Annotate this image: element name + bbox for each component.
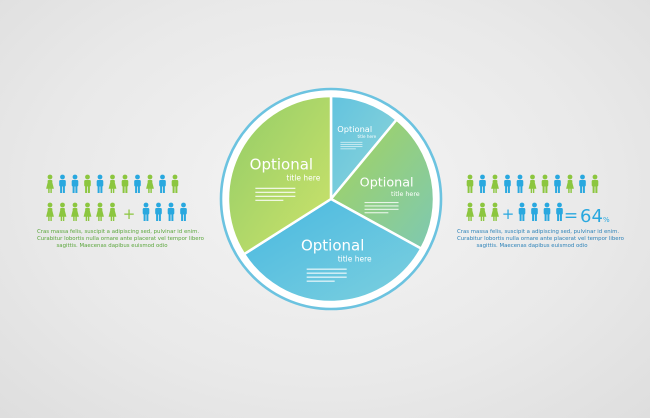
right-caption-line-3: sagittis. Maecenas dapibus euismod odio — [476, 243, 588, 249]
slice-filler-text — [364, 201, 399, 204]
woman-icon — [108, 202, 117, 221]
woman-icon — [466, 202, 474, 221]
woman-icon — [491, 174, 499, 193]
slice-filler-text — [255, 187, 296, 190]
man-icon — [59, 174, 66, 193]
left-people-infographic: + — [46, 174, 187, 223]
man-icon — [579, 174, 586, 193]
woman-icon — [566, 174, 574, 193]
pie-slice — [329, 117, 436, 251]
man-icon — [554, 174, 561, 193]
slice-label: Optional — [301, 237, 364, 255]
man-icon — [171, 174, 179, 193]
man-icon — [121, 174, 129, 193]
left-caption-line-3: sagittis. Maecenas dapibus euismod odio — [56, 243, 168, 249]
slice-filler-text — [255, 199, 284, 202]
woman-icon — [96, 202, 104, 221]
pie-slice — [242, 197, 423, 304]
man-icon — [541, 174, 549, 193]
man-icon — [167, 202, 175, 221]
woman-icon — [528, 174, 537, 193]
man-icon — [466, 174, 474, 193]
right-caption-line-2: Curabitur lobortis nulla ornare ante pla… — [457, 236, 624, 242]
man-icon — [180, 202, 187, 221]
slice-sublabel: title here — [391, 190, 420, 198]
slice-filler-text — [255, 195, 296, 198]
slice-filler-text — [340, 144, 363, 145]
man-icon — [479, 174, 486, 193]
left-caption-line-2: Curabitur lobortis nulla ornare ante pla… — [37, 236, 204, 242]
man-icon — [516, 174, 524, 193]
man-icon — [518, 202, 526, 221]
slice-filler-text — [306, 280, 335, 282]
slice-sublabel: title here — [286, 174, 320, 183]
plus-sign: + — [502, 205, 515, 223]
slice-filler-text — [340, 141, 363, 143]
man-icon — [159, 174, 166, 193]
woman-icon — [491, 202, 499, 221]
slice-filler-text — [306, 268, 347, 270]
woman-icon — [46, 174, 54, 193]
woman-icon — [83, 202, 92, 221]
left-caption-line-1: Cras massa felis, suscipit a adipiscing … — [37, 229, 200, 235]
man-icon — [134, 174, 141, 193]
slice-filler-text — [306, 276, 347, 278]
slice-filler-text — [364, 212, 389, 214]
man-icon — [84, 174, 91, 193]
slice-label: Optional — [250, 156, 313, 174]
slice-filler-text — [364, 205, 399, 207]
right-caption-line-1: Cras massa felis, suscipit a adipiscing … — [457, 229, 620, 235]
slice-sublabel: title here — [358, 134, 377, 139]
woman-icon — [46, 202, 54, 221]
woman-icon — [58, 202, 67, 221]
woman-icon — [108, 174, 117, 193]
man-icon — [71, 174, 79, 193]
woman-icon — [478, 202, 487, 221]
plus-sign: + — [123, 205, 136, 223]
slice-filler-text — [306, 272, 347, 274]
slice-filler-text — [340, 146, 363, 148]
result-value: 64 — [580, 206, 603, 227]
slice-label: Optional — [360, 176, 414, 191]
slice-filler-text — [340, 148, 356, 150]
slice-label: Optional — [337, 124, 372, 134]
woman-icon — [71, 202, 79, 221]
man-icon — [556, 202, 563, 221]
slice-sublabel: title here — [338, 255, 372, 264]
man-icon — [142, 202, 150, 221]
man-icon — [531, 202, 538, 221]
right-people-infographic: + =64% — [466, 174, 610, 227]
woman-icon — [146, 174, 154, 193]
slice-filler-text — [364, 208, 399, 210]
slice-filler-text — [255, 191, 296, 194]
equals-sign: = — [564, 206, 578, 226]
pie-slice — [226, 94, 333, 256]
right-caption: Cras massa felis, suscipit a adipiscing … — [457, 229, 624, 250]
man-icon — [591, 174, 599, 193]
result-unit: % — [603, 216, 610, 224]
left-caption: Cras massa felis, suscipit a adipiscing … — [37, 229, 204, 250]
man-icon — [155, 202, 162, 221]
pie-slice — [329, 94, 399, 203]
man-icon — [543, 202, 551, 221]
man-icon — [504, 174, 511, 193]
man-icon — [96, 174, 104, 193]
